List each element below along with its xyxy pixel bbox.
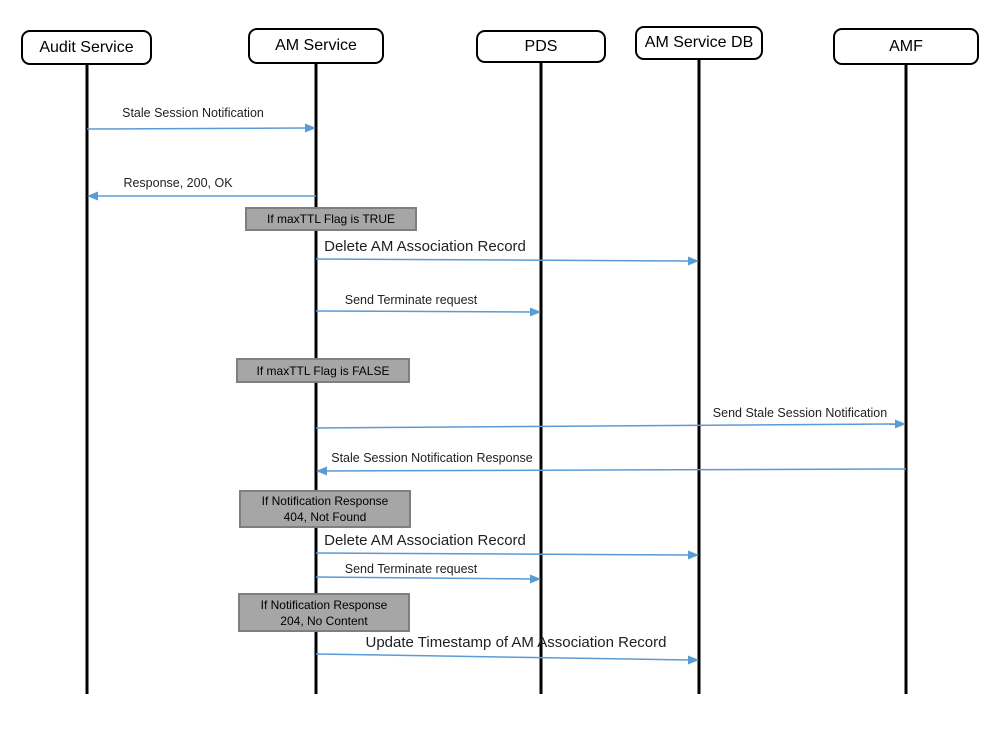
arrowhead-stale-session-notification: [305, 123, 316, 133]
arrowhead-stale-session-notification-response: [316, 466, 327, 476]
actor-audit-service: Audit Service: [21, 30, 152, 65]
message-line-stale-session-notification: [86, 127, 308, 130]
message-label-update-timestamp-of-am-association-record: Update Timestamp of AM Association Recor…: [365, 634, 667, 651]
message-line-update-timestamp-of-am-association-record: [315, 653, 691, 661]
actor-label-audit-service: Audit Service: [39, 38, 134, 56]
arrowhead-response-200-ok: [87, 191, 98, 201]
message-label-stale-session-notification: Stale Session Notification: [122, 106, 264, 120]
condition-if-notification-response-404: If Notification Response 404, Not Found: [239, 490, 411, 528]
arrowhead-delete-am-association-record-2: [688, 550, 699, 560]
actor-label-am-service-db: AM Service DB: [644, 34, 754, 51]
actor-label-amf: AMF: [889, 37, 923, 55]
message-label-delete-am-association-record-1: Delete AM Association Record: [324, 238, 526, 255]
condition-line: If maxTTL Flag is FALSE: [256, 363, 390, 378]
actor-label-am-service: AM Service: [275, 37, 357, 54]
actor-amf: AMF: [833, 28, 979, 65]
condition-if-maxttl-flag-true: If maxTTL Flag is TRUE: [245, 207, 417, 231]
arrowhead-send-terminate-request-1: [530, 307, 541, 317]
message-line-delete-am-association-record-1: [315, 258, 691, 262]
message-label-response-200-ok: Response, 200, OK: [123, 176, 233, 190]
message-label-delete-am-association-record-2: Delete AM Association Record: [324, 532, 526, 549]
arrowhead-send-terminate-request-2: [530, 574, 541, 584]
message-label-stale-session-notification-response: Stale Session Notification Response: [331, 451, 533, 465]
actor-label-pds: PDS: [524, 37, 558, 55]
condition-line: If Notification Response: [260, 597, 388, 612]
message-label-send-stale-session-notification: Send Stale Session Notification: [712, 406, 888, 420]
arrowhead-delete-am-association-record-1: [688, 256, 699, 266]
arrowhead-send-stale-session-notification: [895, 419, 906, 429]
message-label-send-terminate-request-1: Send Terminate request: [344, 293, 478, 307]
actor-pds: PDS: [476, 30, 606, 63]
message-line-send-terminate-request-1: [315, 310, 533, 313]
message-line-send-terminate-request-2: [315, 576, 533, 580]
arrowhead-update-timestamp-of-am-association-record: [688, 655, 699, 665]
message-line-stale-session-notification-response: [324, 468, 907, 472]
actor-am-service-db: AM Service DB: [635, 26, 763, 60]
condition-line: If Notification Response: [261, 494, 389, 508]
condition-line: 404, Not Found: [283, 510, 367, 524]
message-line-send-stale-session-notification: [315, 423, 898, 429]
condition-line: 204, No Content: [280, 613, 368, 628]
actor-am-service: AM Service: [248, 28, 384, 64]
condition-if-maxttl-flag-false: If maxTTL Flag is FALSE: [236, 358, 410, 383]
message-label-send-terminate-request-2: Send Terminate request: [344, 562, 478, 576]
condition-line: If maxTTL Flag is TRUE: [266, 212, 396, 226]
message-line-delete-am-association-record-2: [315, 552, 691, 556]
